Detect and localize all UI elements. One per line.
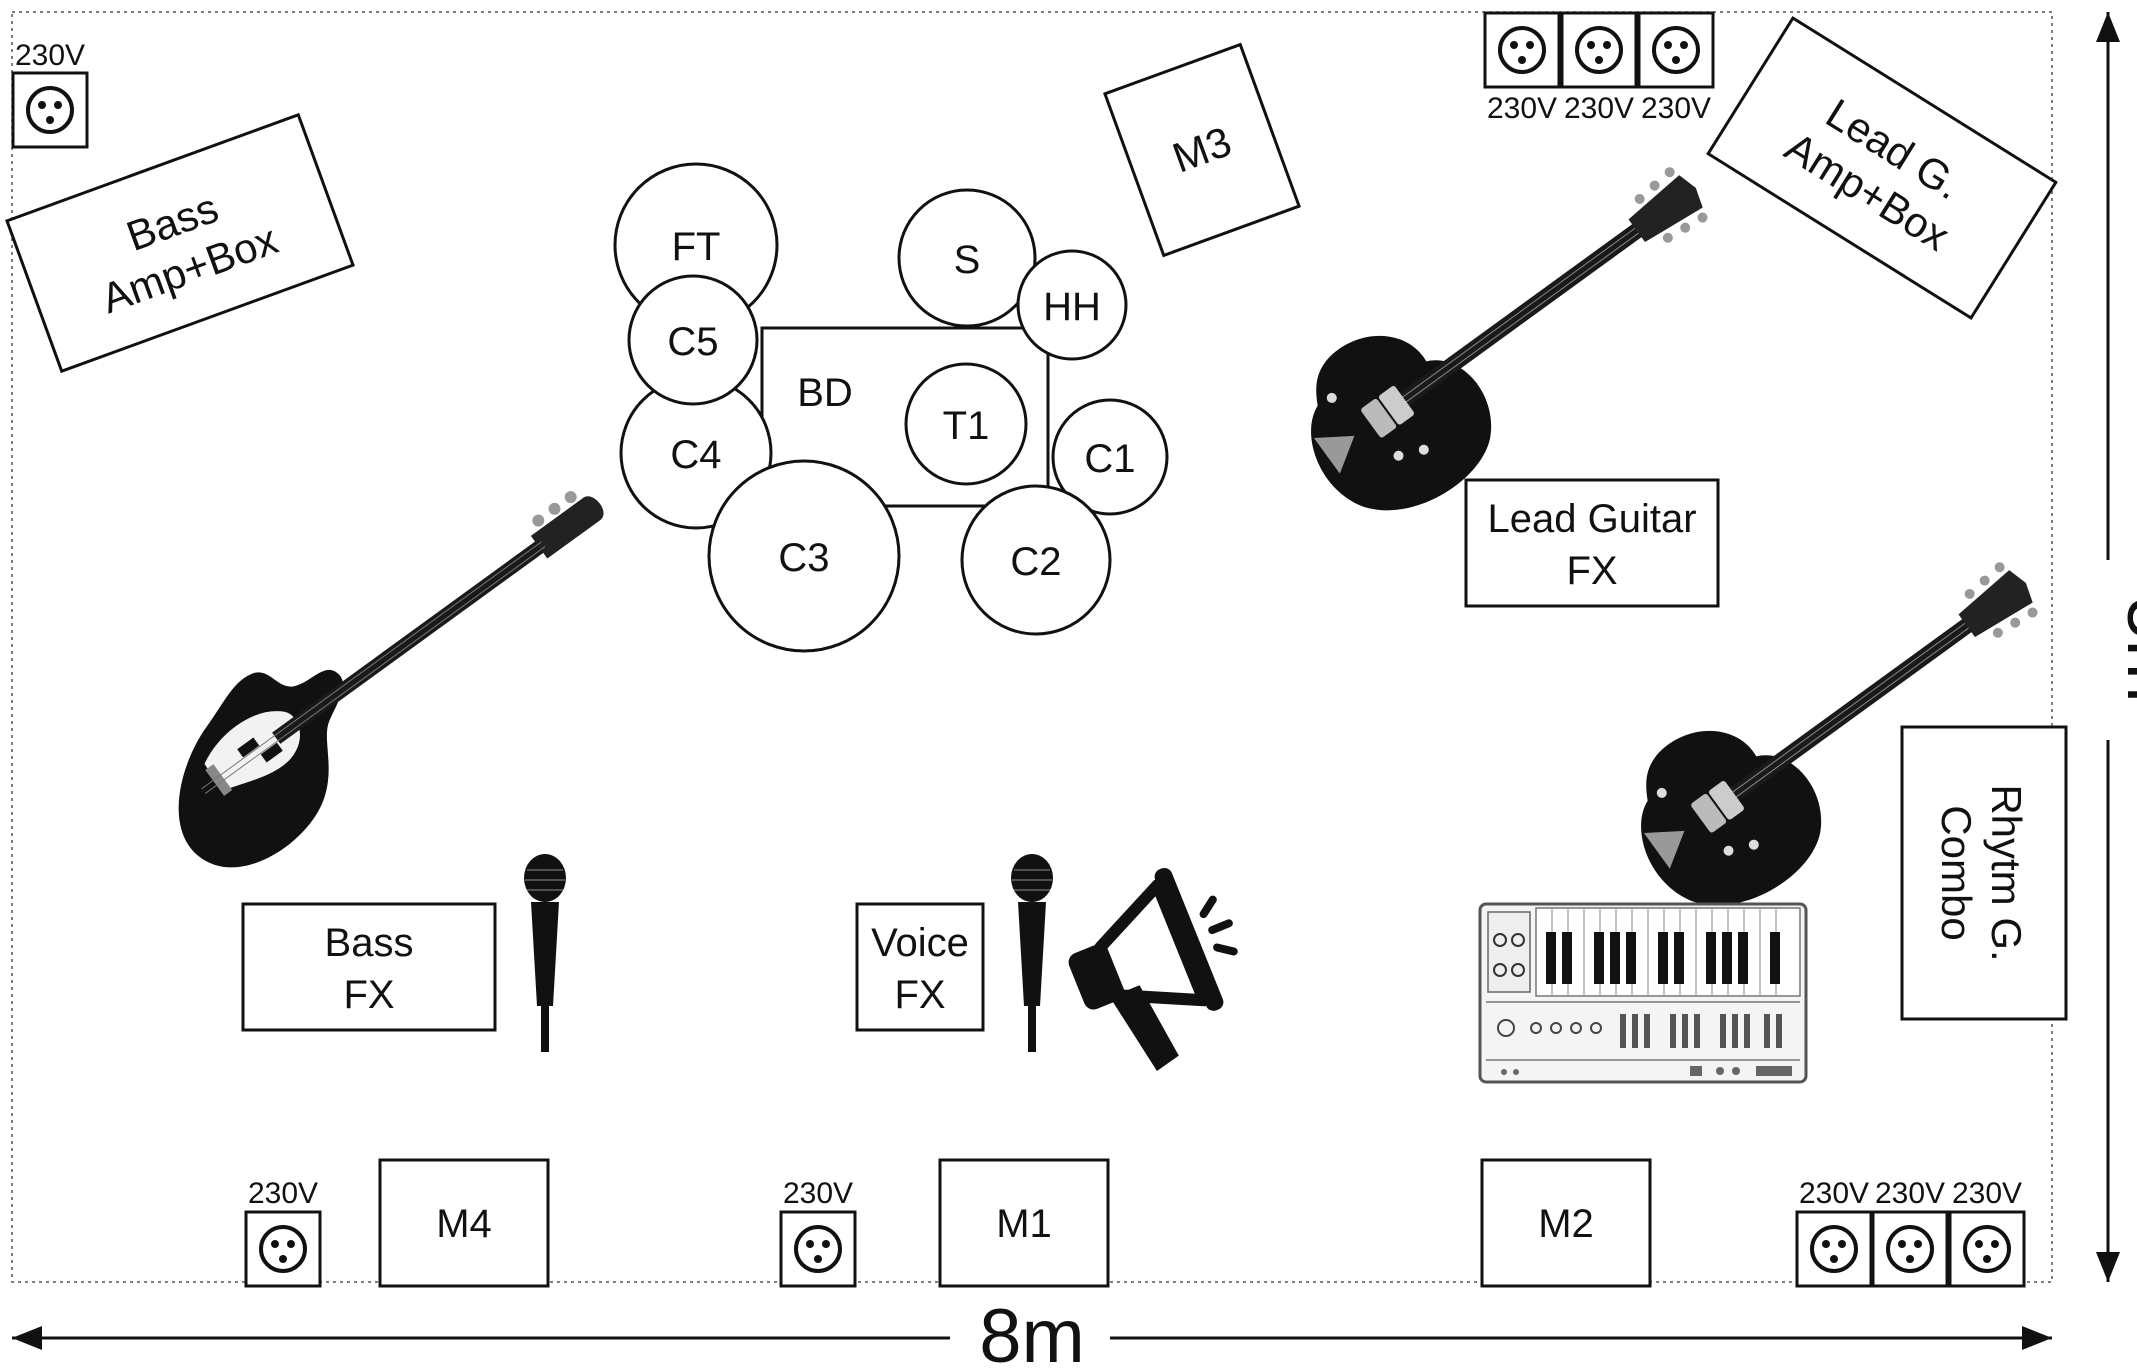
power-outlet: 230V <box>1795 1177 1873 1288</box>
outlet-label: 230V <box>15 39 85 72</box>
bass-guitar-icon <box>127 447 656 894</box>
height-dimension: 5m <box>2096 12 2137 1282</box>
cymbal-c5 <box>627 274 759 406</box>
height-label: 5m <box>2111 597 2137 703</box>
xlr-outlet-icon <box>779 1210 857 1288</box>
bass-fx-label-2: FX <box>343 973 394 1017</box>
cymbal-c2-label: C2 <box>1010 540 1061 584</box>
outlet-label: 230V <box>1952 1177 2022 1210</box>
outlet-label: 230V <box>1564 92 1634 125</box>
xlr-outlet-icon <box>1637 11 1715 89</box>
cymbal-c5-label: C5 <box>667 320 718 364</box>
outlet-label: 230V <box>783 1177 853 1210</box>
cymbal-c3-label: C3 <box>778 536 829 580</box>
monitor-m3: M3 <box>1103 42 1301 258</box>
power-outlet: 230V <box>1948 1177 2026 1288</box>
monitor-m1: M1 <box>938 1158 1110 1288</box>
drum-kit: BD FT S HH C4 C5 T1 C1 C2 C3 <box>613 162 1169 653</box>
power-outlet: 230V <box>1871 1177 1949 1288</box>
xlr-outlet-icon <box>244 1210 322 1288</box>
monitor-m4-label: M4 <box>436 1202 492 1246</box>
hi-hat <box>1016 249 1128 361</box>
snare <box>897 188 1037 328</box>
xlr-outlet-icon <box>1948 1210 2026 1288</box>
rhythm-combo-label-2: Combo <box>1933 805 1980 940</box>
lead-fx-label-1: Lead Guitar <box>1487 497 1696 541</box>
width-label: 8m <box>979 1294 1085 1369</box>
snare-label: S <box>954 238 981 282</box>
synthesizer-icon <box>1478 902 1808 1084</box>
monitor-m1-label: M1 <box>996 1202 1052 1246</box>
outlet-label: 230V <box>1487 92 1557 125</box>
power-outlet: 230V <box>244 1177 322 1288</box>
xlr-outlet-icon <box>1871 1210 1949 1288</box>
microphone-icon <box>523 853 567 1053</box>
microphone-icon <box>1010 853 1054 1053</box>
power-outlet: 230V <box>1560 11 1638 125</box>
power-outlet: 230V <box>1637 11 1715 125</box>
bass-amp: Bass Amp+Box <box>5 112 355 374</box>
width-dimension: 8m <box>12 1294 2052 1369</box>
outlet-label: 230V <box>248 1177 318 1210</box>
monitor-m4: M4 <box>378 1158 550 1288</box>
megaphone-icon <box>1068 867 1238 1071</box>
power-outlet: 230V <box>779 1177 857 1288</box>
cymbal-c1 <box>1051 398 1169 516</box>
voice-fx: Voice FX <box>855 902 985 1032</box>
tom-t1-label: T1 <box>943 404 990 448</box>
outlet-label: 230V <box>1875 1177 1945 1210</box>
cymbal-c1-label: C1 <box>1084 437 1135 481</box>
bass-drum-label: BD <box>797 371 853 415</box>
cymbal-c4-label: C4 <box>670 433 721 477</box>
cymbal-c3 <box>707 459 901 653</box>
lead-amp: Lead G. Amp+Box <box>1706 15 2058 321</box>
xlr-outlet-icon <box>1795 1210 1873 1288</box>
monitor-m2: M2 <box>1480 1158 1652 1288</box>
voice-fx-label-1: Voice <box>871 921 969 965</box>
monitor-m2-label: M2 <box>1538 1202 1594 1246</box>
outlet-label: 230V <box>1641 92 1711 125</box>
outlet-label: 230V <box>1799 1177 1869 1210</box>
cymbal-c2 <box>960 484 1112 636</box>
lead-fx-label-2: FX <box>1566 549 1617 593</box>
xlr-outlet-icon <box>1483 11 1561 89</box>
voice-fx-label-2: FX <box>894 973 945 1017</box>
floor-tom-label: FT <box>672 225 721 269</box>
bass-fx-label-1: Bass <box>325 921 414 965</box>
bass-fx: Bass FX <box>241 902 497 1032</box>
power-outlet: 230V <box>11 39 89 149</box>
power-outlet: 230V <box>1483 11 1561 125</box>
xlr-outlet-icon <box>1560 11 1638 89</box>
lead-guitar-fx: Lead Guitar FX <box>1464 478 1720 608</box>
hi-hat-label: HH <box>1043 285 1101 329</box>
rhythm-combo: Rhytm G. Combo <box>1900 725 2068 1021</box>
tom-t1 <box>904 362 1028 486</box>
stage-boundary <box>11 11 2053 1283</box>
rhythm-combo-label-1: Rhytm G. <box>1983 784 2030 961</box>
xlr-outlet-icon <box>11 71 89 149</box>
